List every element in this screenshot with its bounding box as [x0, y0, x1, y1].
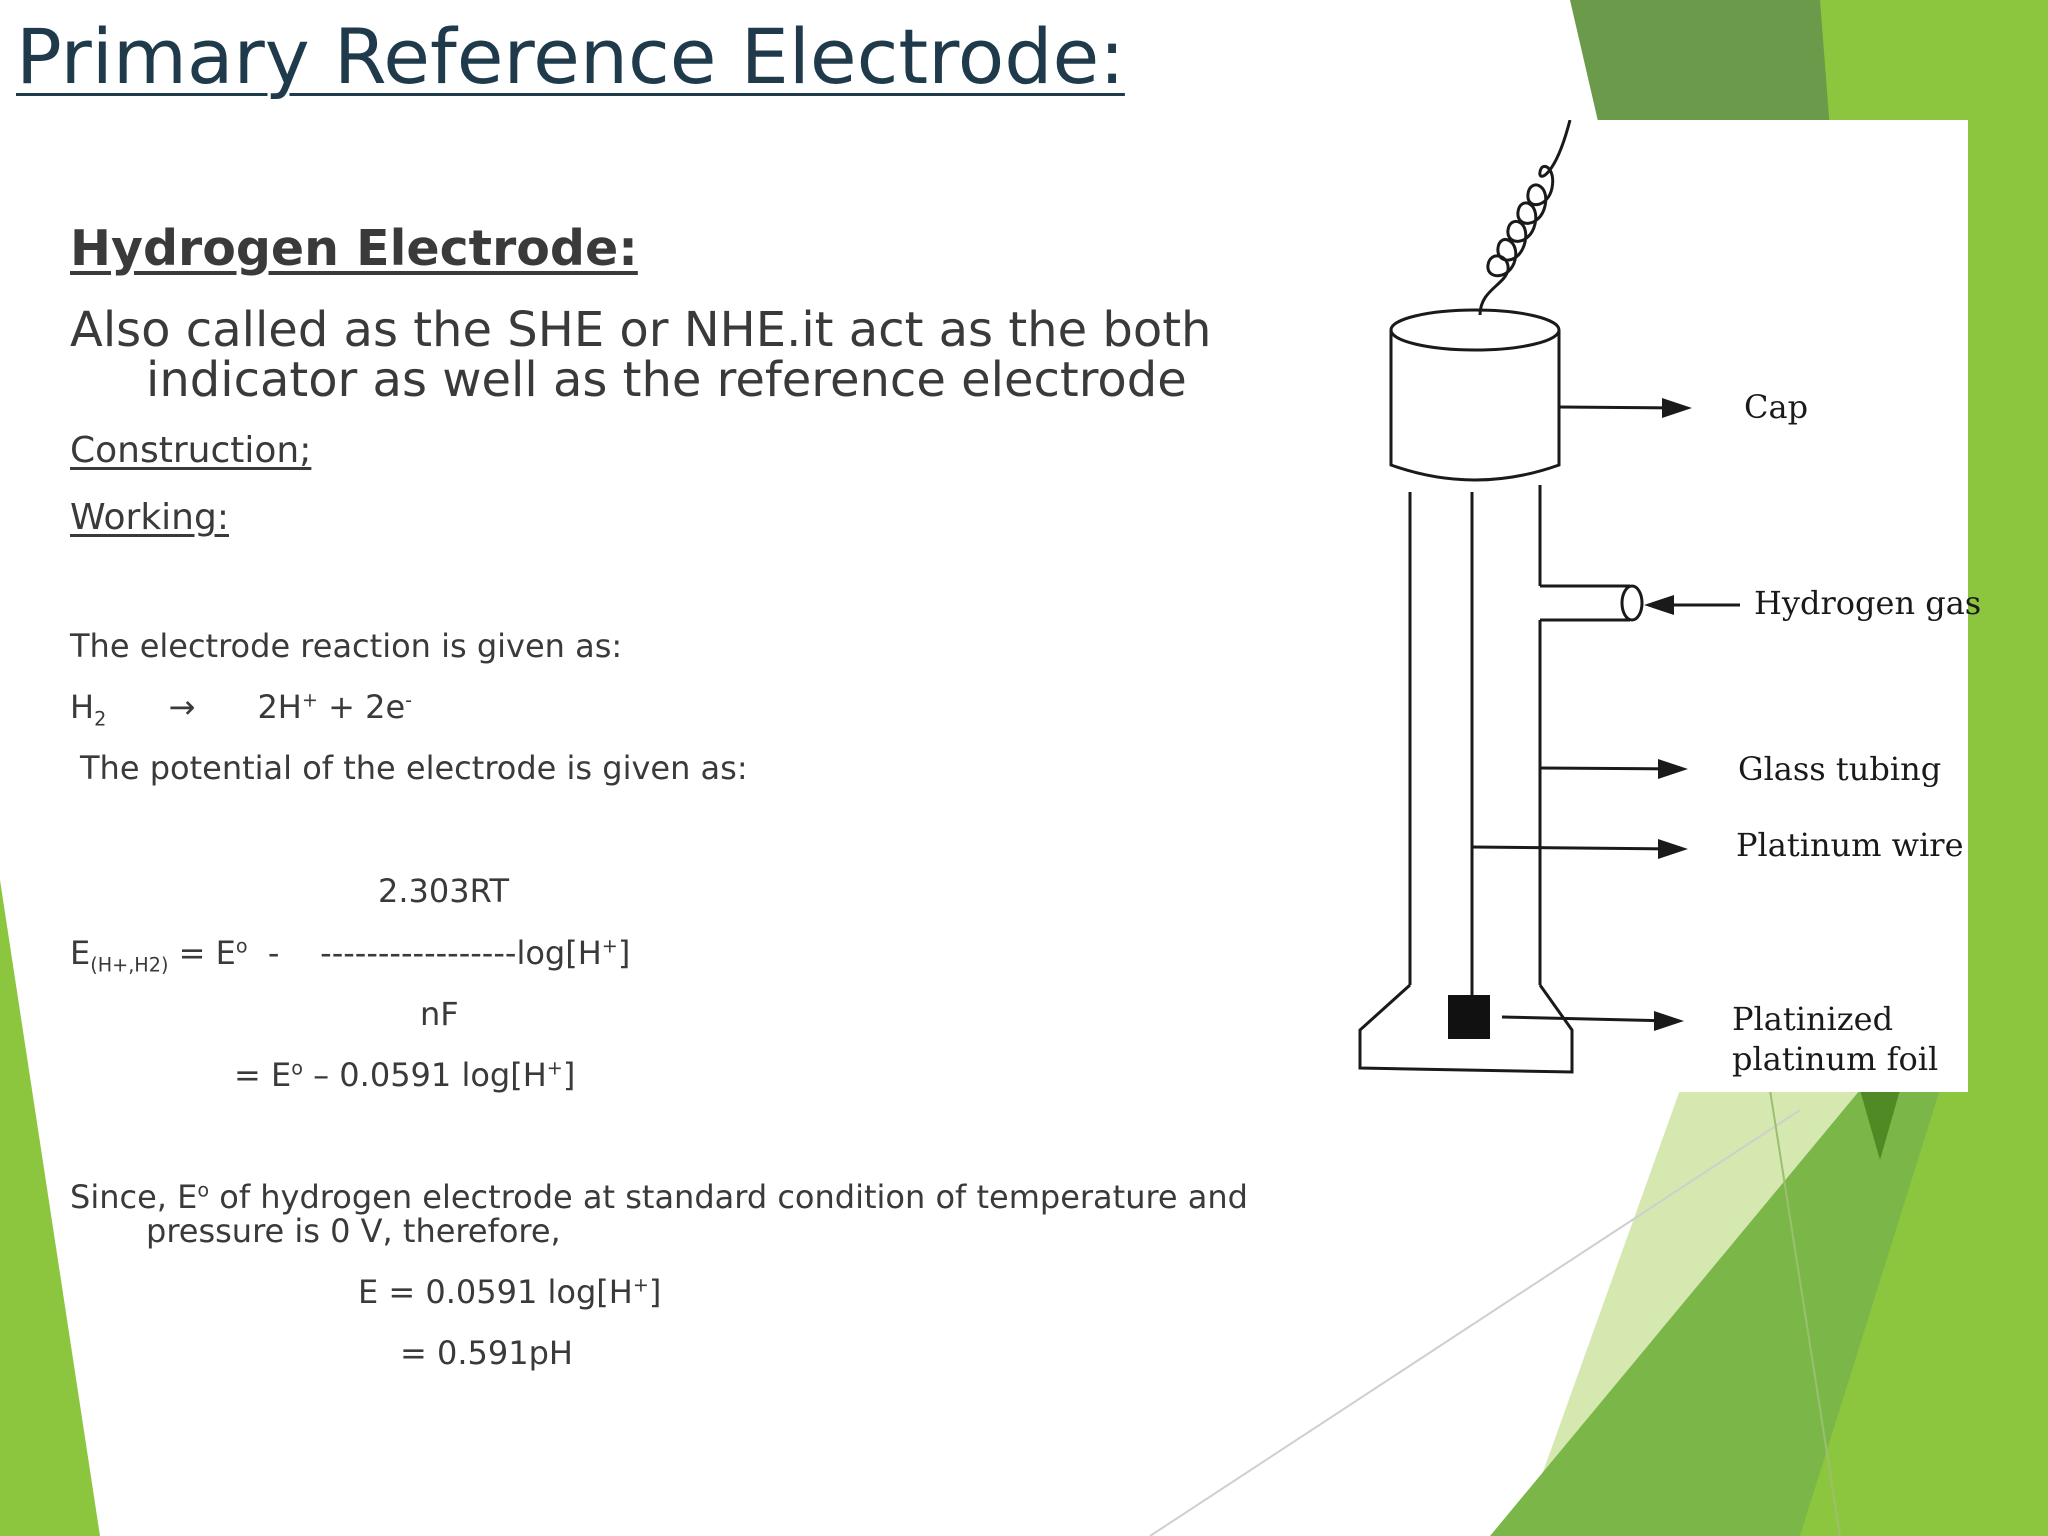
since-b: of hydrogen electrode at standard condit… — [209, 1178, 1248, 1216]
working-label: Working: — [70, 497, 229, 538]
reaction-product-mid: + 2e — [317, 688, 406, 726]
final1-a: E = 0.0591 log[H — [358, 1273, 633, 1311]
label-platinized: Platinized — [1732, 1000, 1894, 1038]
label-platinum-wire: Platinum wire — [1736, 826, 1964, 864]
deco-shape-top-light — [1820, 0, 2048, 130]
hydrogen-electrode-diagram: Cap Hydrogen gas Glass tubing Platinum w… — [1330, 120, 1981, 1092]
deco-shape-top-dark — [1570, 0, 1830, 130]
reaction-reactant-sub: 2 — [94, 707, 107, 731]
intro-line-1: Also called as the SHE or NHE.it act as … — [70, 302, 1212, 358]
platinized-foil — [1448, 995, 1490, 1039]
cap-body — [1389, 330, 1561, 482]
label-cap: Cap — [1744, 388, 1809, 426]
cap-arrow-line — [1558, 405, 1683, 410]
nernst-lhs-sub: (H+,H2) — [90, 953, 169, 977]
reaction-intro: The electrode reaction is given as: — [70, 627, 623, 665]
since-line-2: pressure is 0 V, therefore, — [146, 1212, 561, 1250]
nernst-equation: E(H+,H2) = Eo - -----------------log[H+] — [70, 934, 630, 976]
nernst-simplified-b: – 0.0591 log[H — [302, 1056, 547, 1094]
final-equation-1: E = 0.0591 log[H+] — [358, 1273, 661, 1311]
since-a: Since, E — [70, 1178, 198, 1216]
nernst-lhs: E — [70, 934, 91, 972]
final1-sup: + — [632, 1273, 649, 1297]
foil-arrow-head — [1654, 1011, 1684, 1031]
slide-title: Primary Reference Electrode: — [16, 12, 1125, 101]
reaction-product-sup: + — [301, 688, 318, 712]
deco-shape-bottom-bright — [1800, 960, 2048, 1536]
since-sup: o — [197, 1178, 210, 1202]
cap-arrow-head — [1662, 398, 1692, 418]
since-line-1: Since, Eo of hydrogen electrode at stand… — [70, 1178, 1248, 1216]
hydrogen-arrow-head — [1644, 595, 1674, 615]
platinum-arrow-head — [1658, 839, 1688, 859]
reaction-reactant: H — [70, 688, 95, 726]
inlet-opening — [1620, 584, 1644, 622]
nernst-eq: = E — [168, 934, 236, 972]
section-heading: Hydrogen Electrode: — [70, 220, 638, 277]
nernst-simplified-c: ] — [562, 1056, 576, 1094]
nernst-simplified-sup: o — [291, 1056, 303, 1080]
final1-b: ] — [648, 1273, 662, 1311]
reaction-product-sup2: - — [405, 688, 413, 712]
nernst-fraction: -----------------log[H — [320, 934, 602, 972]
glass-arrow-line — [1539, 766, 1679, 771]
label-glass-tubing: Glass tubing — [1738, 750, 1942, 788]
coil-wire — [1478, 120, 1572, 316]
nernst-minus: - — [247, 934, 321, 972]
final-equation-2: = 0.591pH — [400, 1334, 573, 1372]
reaction-equation: H2 → 2H+ + 2e- — [70, 688, 412, 730]
deco-thin-line — [1149, 1109, 1801, 1536]
reaction-arrow: → — [168, 688, 196, 726]
deco-shape-bottom-dark — [1860, 1090, 1900, 1160]
electrode-drawing — [1358, 120, 1740, 1074]
reaction-product: 2H — [257, 688, 302, 726]
nernst-fraction-sup: + — [601, 934, 618, 958]
construction-label: Construction; — [70, 430, 312, 471]
nernst-numerator: 2.303RT — [378, 872, 510, 910]
cap-top — [1389, 308, 1561, 352]
deco-shape-right-strip — [1968, 100, 2048, 1100]
platinum-arrow-line — [1471, 845, 1679, 851]
foil-arrow-line — [1501, 1015, 1676, 1023]
electrode-base — [1358, 983, 1574, 1074]
label-platinum-foil: platinum foil — [1732, 1040, 1939, 1078]
deco-shape-left-bright — [0, 880, 100, 1536]
intro-line-2: indicator as well as the reference elect… — [146, 352, 1187, 408]
nernst-eq-sup: o — [235, 934, 248, 958]
nernst-fraction-end: ] — [617, 934, 631, 972]
nernst-simplified: = Eo – 0.0591 log[H+] — [234, 1056, 575, 1094]
nernst-simplified-sup2: + — [546, 1056, 563, 1080]
nernst-simplified-a: = E — [234, 1056, 292, 1094]
glass-arrow-head — [1658, 759, 1688, 779]
nernst-denominator: nF — [420, 995, 459, 1033]
label-hydrogen-gas: Hydrogen gas — [1754, 584, 1982, 622]
deco-thin-line-2 — [1769, 1089, 1841, 1536]
potential-intro: The potential of the electrode is given … — [80, 749, 748, 787]
